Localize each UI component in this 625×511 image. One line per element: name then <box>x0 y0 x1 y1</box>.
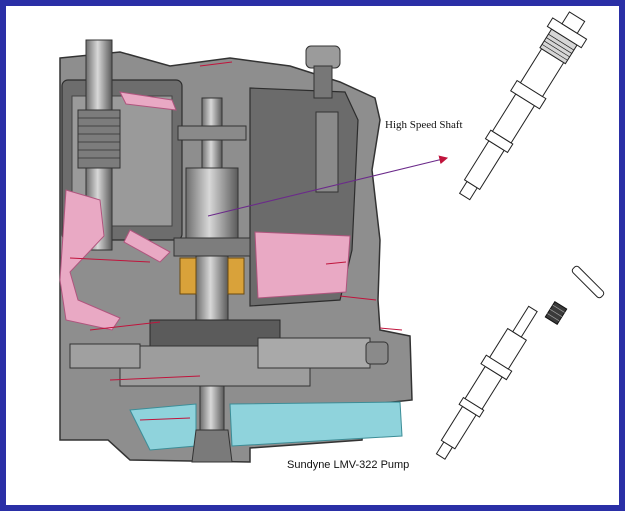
impeller <box>191 429 233 463</box>
discharge-fitting <box>257 337 371 369</box>
lube-passage-left <box>59 189 121 331</box>
figure-caption: Sundyne LMV-322 Pump <box>287 459 410 471</box>
callout-label: High Speed Shaft <box>385 119 463 131</box>
lube-passage-mid <box>119 91 177 263</box>
callout-arrow <box>207 155 449 217</box>
oil-reservoir <box>254 231 351 299</box>
pump-cutaway <box>59 39 413 463</box>
inlet-fitting <box>69 343 141 369</box>
sight-glass <box>315 111 339 193</box>
shaft-assembled-icon <box>458 11 588 201</box>
spline-nut-icon <box>544 300 568 326</box>
shaft-exploded-icon <box>435 305 538 460</box>
breather-stem <box>313 65 333 99</box>
process-passage-right <box>229 401 403 447</box>
key-pin-icon <box>571 265 605 299</box>
shaft-bearing-right <box>227 257 245 295</box>
breather-cap <box>305 45 341 69</box>
pinion-gear <box>77 109 121 169</box>
annotation-marks <box>69 61 403 421</box>
shaft-bearing-left <box>179 257 197 295</box>
